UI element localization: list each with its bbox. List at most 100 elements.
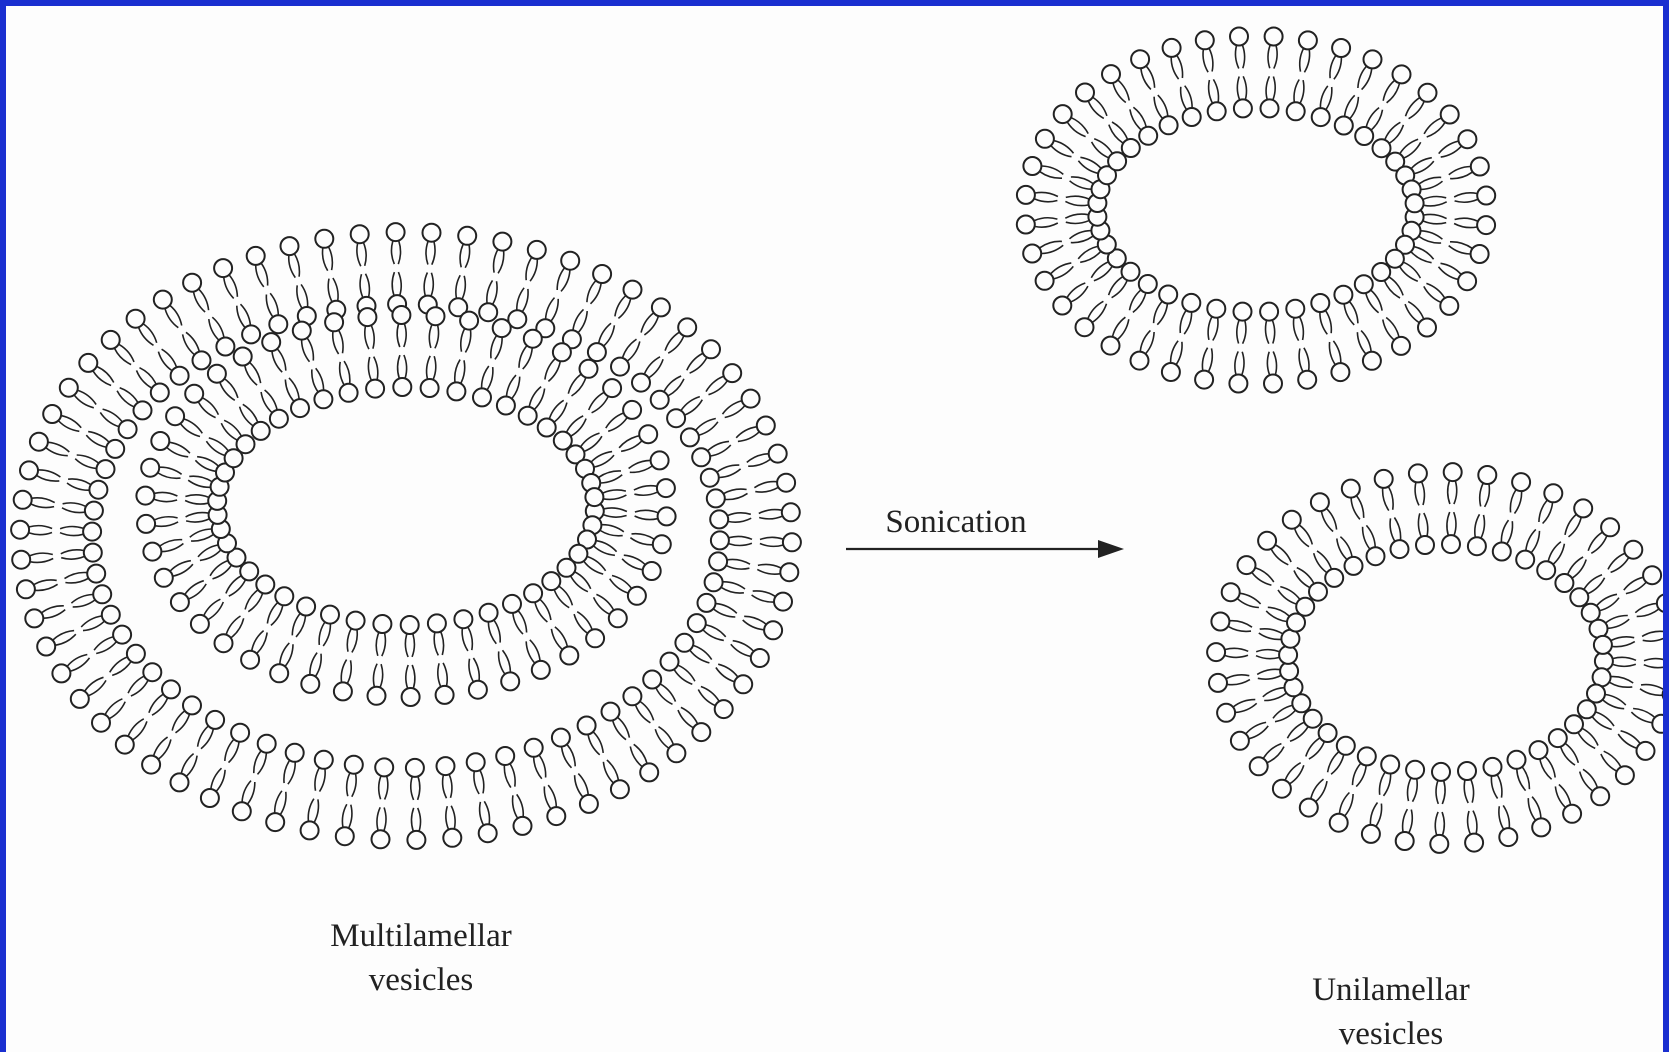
lipid-tail xyxy=(412,665,415,688)
lipid-inner-leaflet xyxy=(681,419,718,447)
lipid-head xyxy=(87,565,105,583)
lipid-outer-leaflet xyxy=(154,291,182,328)
lipid-head xyxy=(1419,84,1437,102)
lipid-outer-leaflet xyxy=(191,599,223,633)
lipid-inner-leaflet xyxy=(1154,95,1178,134)
lipid-head xyxy=(454,610,472,628)
lipid-tail xyxy=(110,657,127,672)
lipid-tail xyxy=(289,256,296,278)
lipid-head xyxy=(580,795,598,813)
lipid-tail xyxy=(1612,642,1635,647)
lipid-tail xyxy=(1510,490,1515,512)
lipid-inner-leaflet xyxy=(1458,762,1476,803)
lipid-inner-leaflet xyxy=(1516,529,1539,568)
lipid-head xyxy=(373,615,391,633)
lipid-head xyxy=(777,474,795,492)
lipid-tail xyxy=(1300,317,1304,340)
lipid-outer-leaflet xyxy=(545,343,571,381)
lipid-tail xyxy=(455,360,460,383)
lipid-outer-leaflet xyxy=(743,616,782,639)
lipid-inner-leaflet xyxy=(225,724,249,763)
lipid-tail xyxy=(1235,351,1238,374)
lipid-tail xyxy=(1400,139,1418,153)
lipid-outer-leaflet xyxy=(1449,158,1489,179)
lipid-outer-leaflet xyxy=(79,354,113,386)
lipid-outer-leaflet xyxy=(1644,655,1663,673)
lipid-tail xyxy=(347,773,350,796)
lipid-tail xyxy=(97,367,114,383)
lipid-head xyxy=(1652,715,1663,733)
lipid-tail xyxy=(1528,798,1535,820)
lipid-tail xyxy=(29,526,52,529)
lipid-tail xyxy=(1299,349,1303,372)
lipid-tail xyxy=(1035,199,1058,202)
lipid-outer-leaflet xyxy=(1217,700,1257,722)
lipid-tail xyxy=(661,684,676,702)
lipid-inner-leaflet xyxy=(1234,303,1252,344)
lipid-tail xyxy=(665,332,679,350)
lipid-head xyxy=(1330,814,1348,832)
lipid-tail xyxy=(110,702,126,719)
lipid-outer-leaflet xyxy=(151,432,190,457)
lipid-inner-leaflet xyxy=(428,614,446,655)
lipid-tail xyxy=(1491,776,1497,798)
lipid-head xyxy=(1373,139,1391,157)
lipid-head xyxy=(1283,511,1301,529)
lipid-tail xyxy=(1329,342,1335,364)
lipid-head xyxy=(1207,643,1225,661)
lipid-head xyxy=(1601,518,1619,536)
lipid-inner-leaflet xyxy=(292,598,315,637)
lipid-tail xyxy=(37,476,59,481)
lipid-inner-leaflet xyxy=(701,465,741,487)
unilamellar-vesicle-bottom xyxy=(1207,463,1663,853)
lipid-head xyxy=(171,593,189,611)
lipid-head xyxy=(293,322,311,340)
lipid-tail xyxy=(373,664,377,687)
lipid-head xyxy=(774,593,792,611)
lipid-tail xyxy=(1326,87,1332,109)
lipid-tail xyxy=(224,278,234,299)
lipid-head xyxy=(402,688,420,706)
lipid-tail xyxy=(391,241,394,264)
lipid-head xyxy=(113,626,131,644)
lipid-inner-leaflet xyxy=(1154,286,1178,325)
lipid-head xyxy=(524,330,542,348)
lipid-head xyxy=(1023,157,1041,175)
lipid-head xyxy=(1444,463,1462,481)
lipid-tail xyxy=(1637,609,1659,616)
lipid-tail xyxy=(1366,525,1375,546)
lipid-tail xyxy=(548,785,556,807)
lipid-head xyxy=(1544,484,1562,502)
lipid-outer-leaflet xyxy=(630,534,670,554)
lipid-tail xyxy=(530,259,537,281)
lipid-tail xyxy=(61,557,84,560)
lipid-tail xyxy=(1225,655,1248,657)
lipid-outer-leaflet xyxy=(469,658,487,699)
lipid-tail xyxy=(1267,747,1284,763)
lipid-tail xyxy=(698,690,715,706)
lipid-tail xyxy=(208,602,223,619)
lipid-tail xyxy=(1226,675,1249,679)
lipid-outer-leaflet xyxy=(1362,803,1382,843)
lipid-outer-leaflet xyxy=(201,768,225,807)
lipid-inner-leaflet xyxy=(373,615,391,656)
lipid-tail xyxy=(1611,677,1633,683)
lipid-tail xyxy=(1213,318,1218,341)
lipid-tail xyxy=(1067,283,1085,297)
lipid-tail xyxy=(1376,804,1381,826)
lipid-outer-leaflet xyxy=(183,274,209,312)
lipid-head xyxy=(701,469,719,487)
lipid-tail xyxy=(352,630,357,653)
lipid-inner-leaflet xyxy=(1312,86,1332,126)
lipid-tail xyxy=(1588,578,1605,594)
lipid-outer-leaflet xyxy=(301,653,321,693)
lipid-head xyxy=(525,739,543,757)
lipid-inner-leaflet xyxy=(1432,763,1450,804)
lipid-head xyxy=(242,325,260,343)
lipid-inner-leaflet xyxy=(1286,300,1304,341)
lipid-head xyxy=(151,384,169,402)
lipid-inner-leaflet xyxy=(1092,139,1127,171)
lipid-outer-leaflet xyxy=(1444,463,1462,504)
lipid-head xyxy=(1493,543,1511,561)
lipid-tail xyxy=(32,498,55,503)
